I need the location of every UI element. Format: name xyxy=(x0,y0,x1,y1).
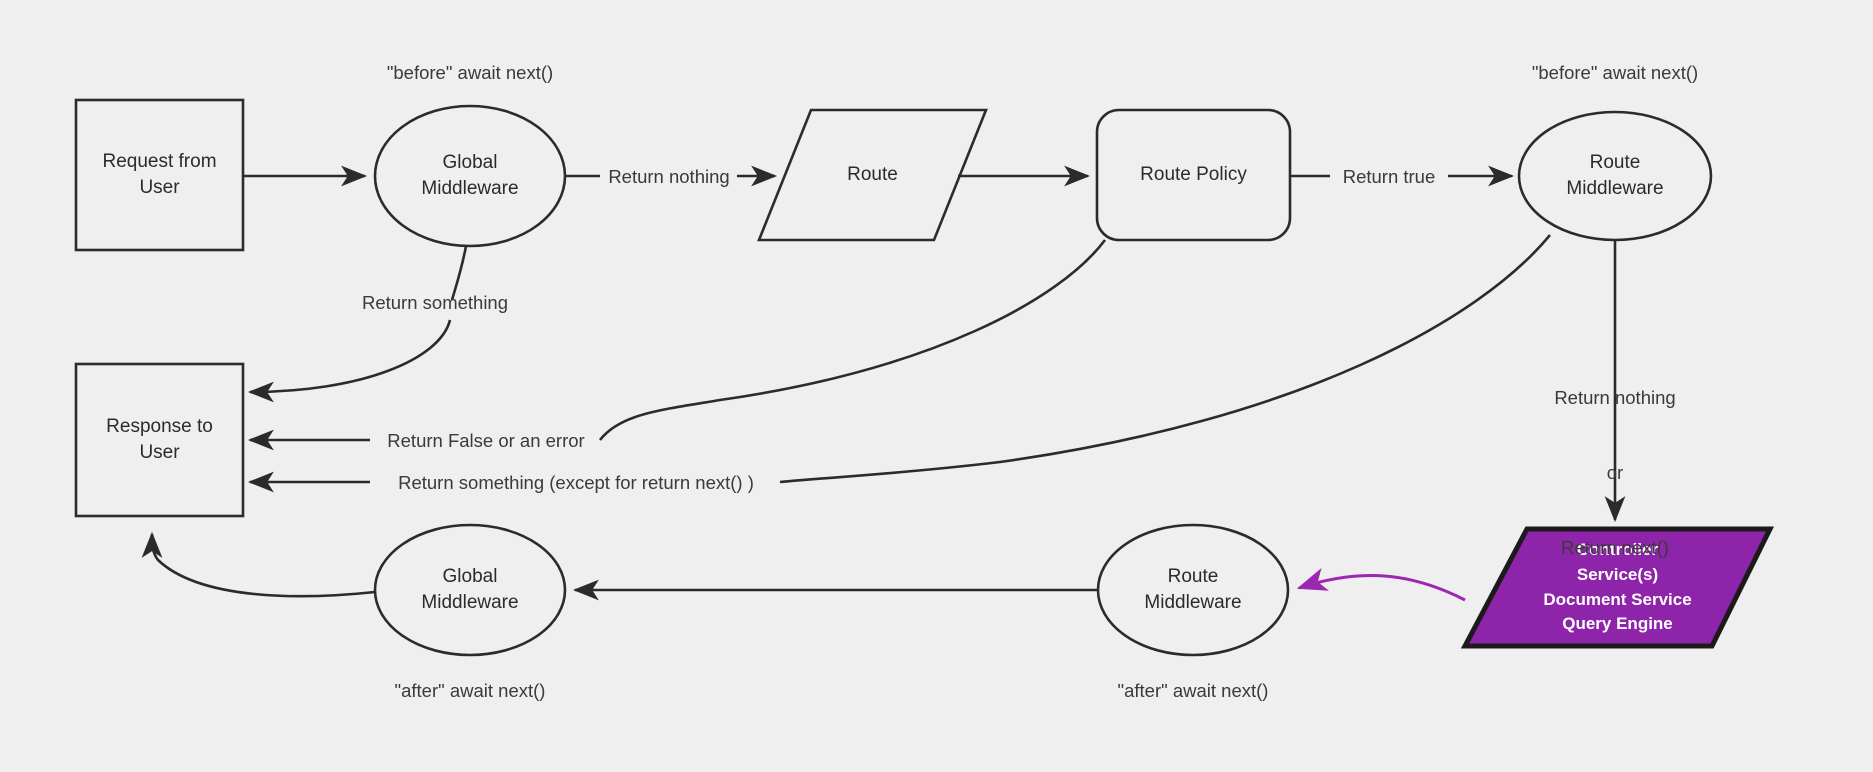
edge-route-policy-return-false-to-response xyxy=(598,239,1107,441)
node-response-shape xyxy=(74,362,245,518)
node-request-shape xyxy=(74,98,245,252)
edge-global-mw-bottom-to-response xyxy=(141,531,376,598)
node-route-policy-shape xyxy=(1095,108,1292,242)
edge-route-mw-return-something-except-to-response xyxy=(779,234,1552,484)
node-controller-shape xyxy=(1460,526,1775,649)
edge-global-mw-return-something-to-response-lower xyxy=(247,319,452,403)
node-global-middleware-bottom-shape xyxy=(373,523,567,657)
node-route-shape xyxy=(757,108,988,242)
node-global-middleware-top-shape xyxy=(373,104,567,248)
edge-global-mw-return-something-to-response xyxy=(450,245,468,301)
node-route-middleware-top-shape xyxy=(1517,110,1713,242)
node-route-middleware-bottom-shape xyxy=(1096,523,1290,657)
edge-controller-to-route-mw-bottom xyxy=(1296,568,1466,602)
